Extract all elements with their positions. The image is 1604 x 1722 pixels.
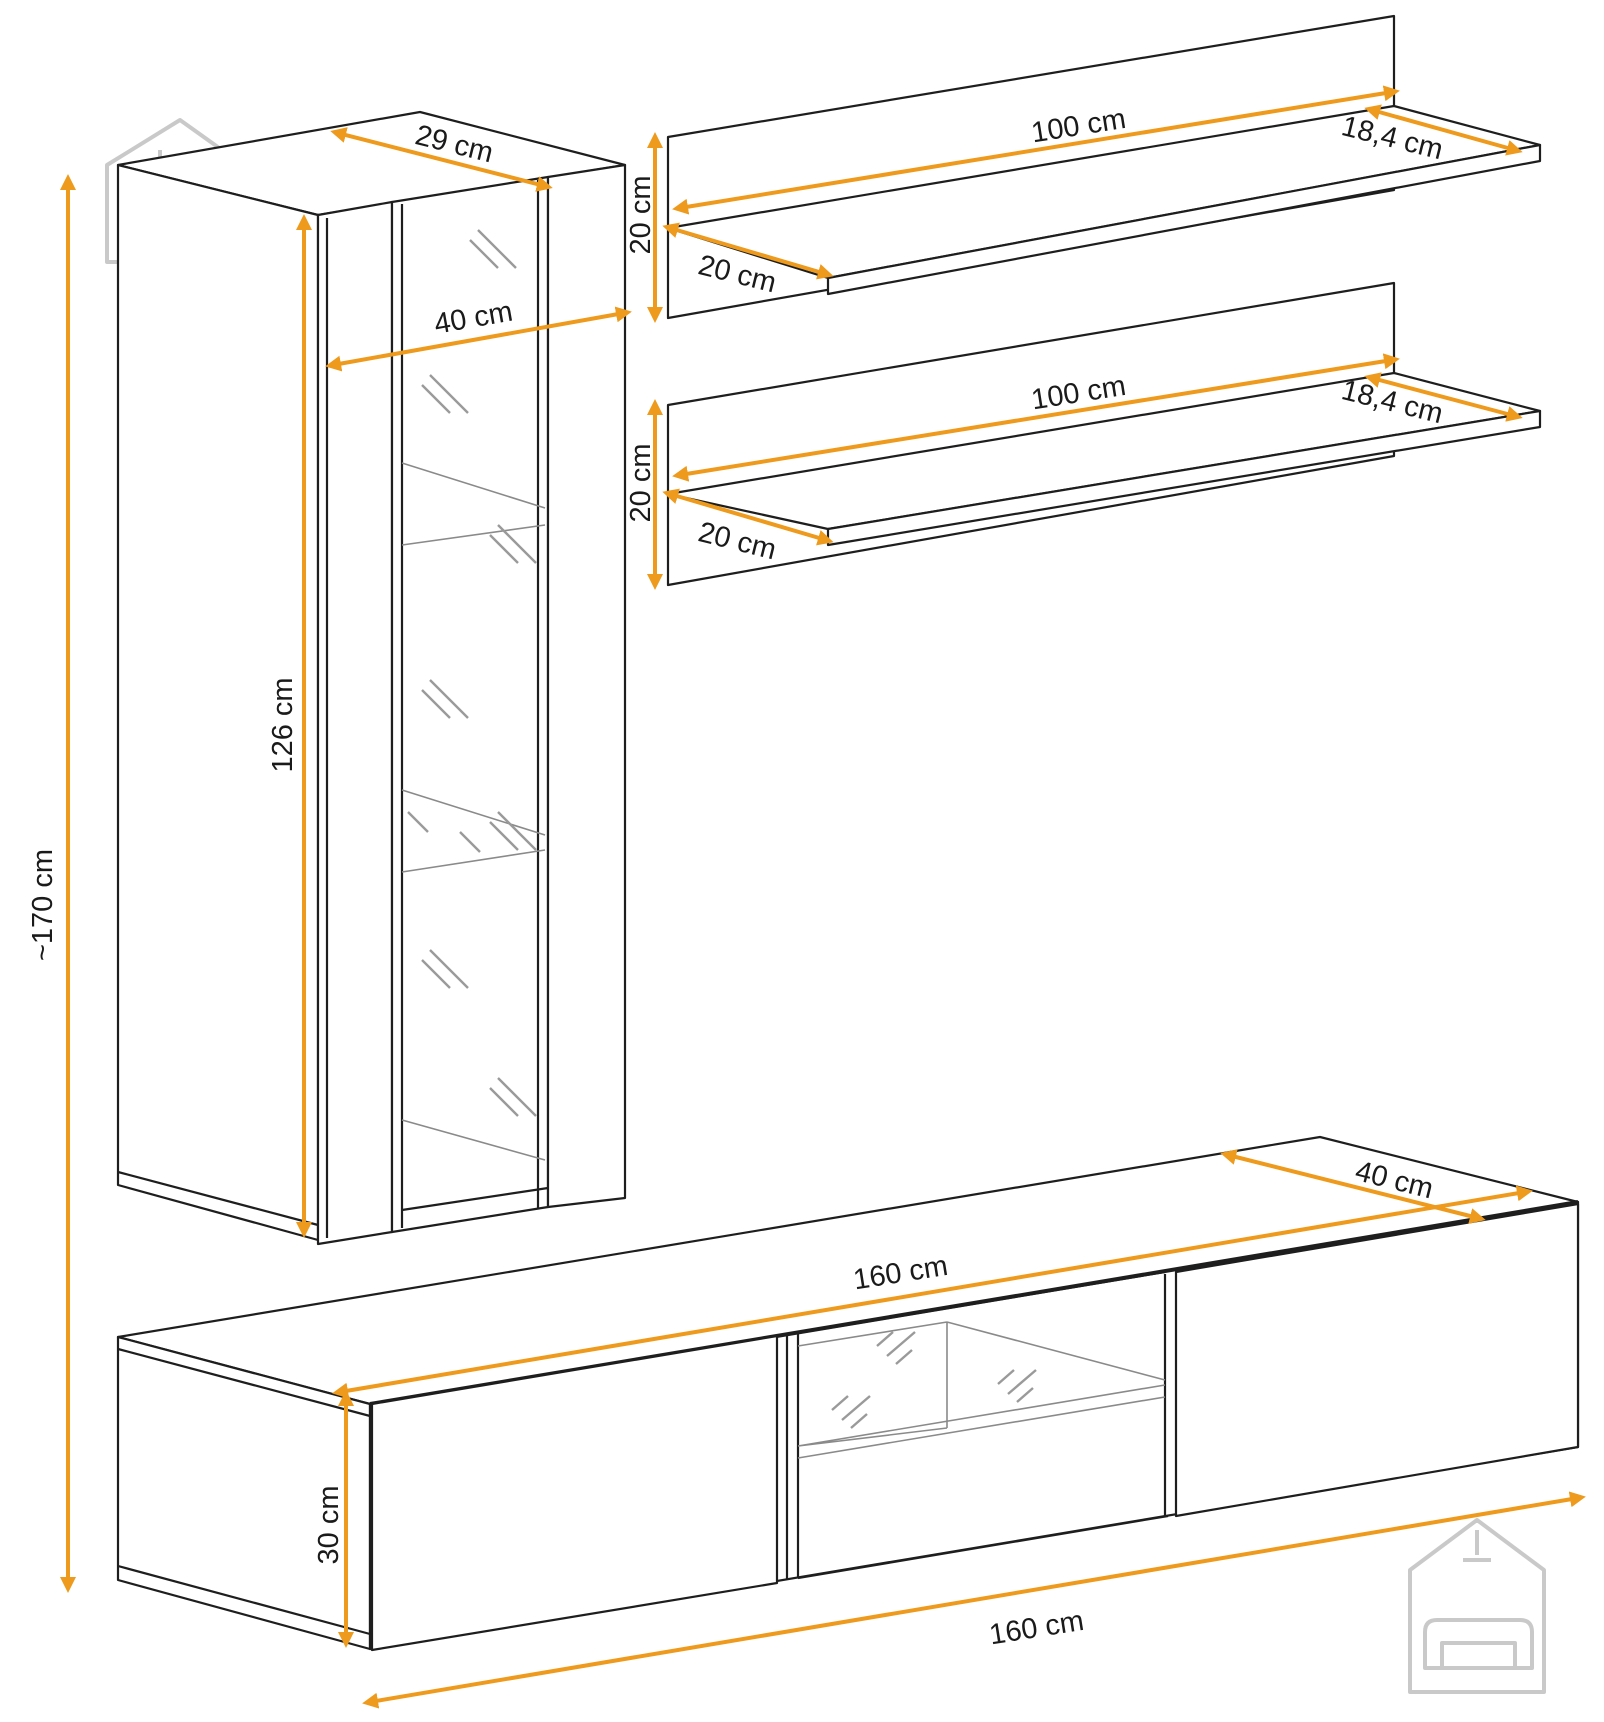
label-shelf2-height: 20 cm [625, 444, 657, 523]
vitrine-cabinet [116, 110, 627, 1246]
dim-line-vitrine-depth [330, 127, 553, 192]
dim-line-vitrine-width [325, 306, 632, 372]
dim-line-tv-width-top [332, 1185, 1533, 1399]
wall-shelf-1 [666, 14, 1542, 320]
label-shelf1-height: 20 cm [625, 176, 657, 255]
dim-line-shelf1-depth [1364, 104, 1523, 156]
dim-line-tv-width-bottom [362, 1491, 1586, 1709]
dim-line-shelf1-length [672, 85, 1400, 215]
dim-line-shelf2-depth [1364, 372, 1523, 422]
label-overall-height: ~170 cm [27, 849, 59, 961]
logo-bottom-right [1408, 1518, 1546, 1694]
label-tv-width-bottom: 160 cm [987, 1605, 1086, 1651]
label-tv-height: 30 cm [313, 1486, 345, 1565]
dimension-lines [60, 85, 1586, 1709]
dim-line-shelf2-length [672, 353, 1400, 482]
wall-shelf-2 [666, 281, 1542, 587]
dim-line-shelf2-bracket [662, 488, 834, 546]
dim-line-shelf1-bracket [662, 222, 834, 280]
label-vitrine-height: 126 cm [267, 677, 299, 772]
